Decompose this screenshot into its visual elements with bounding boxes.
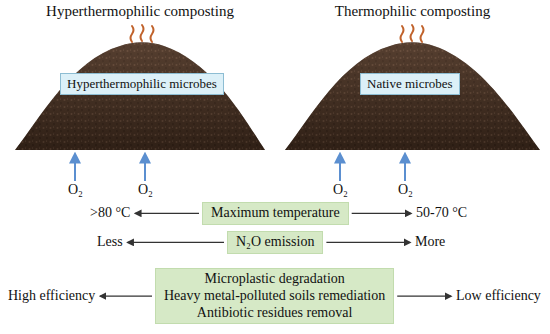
pointer-arrow (326, 242, 410, 243)
pointer-arrow (135, 213, 199, 214)
oxygen-arrow (75, 154, 405, 181)
property-box: N₂O emission (227, 231, 323, 254)
pile-shade (285, 42, 540, 150)
text-label: Low efficiency (456, 288, 541, 304)
text-label: O₂ (333, 182, 348, 198)
pointer-arrow (397, 296, 451, 297)
box-text: Maximum temperature (211, 205, 340, 222)
compost-pile (15, 42, 265, 150)
box-text: N₂O emission (236, 234, 314, 251)
box-text: Hyperthermophilic microbes (67, 76, 217, 92)
pointer-arrow (352, 213, 411, 214)
compost-pile: Hyperthermophilic compostingHyperthermop… (15, 0, 265, 150)
text-label: Less (97, 234, 123, 250)
microbe-box: Native microbes (360, 73, 460, 95)
box-text: Heavy metal-polluted soils remediation (164, 288, 385, 305)
pile-heading: Hyperthermophilic composting (15, 3, 265, 20)
text-label: 50-70 °C (416, 205, 467, 221)
text-label: More (415, 234, 445, 250)
text-label: O₂ (68, 182, 83, 198)
compost-pile (285, 42, 540, 150)
pointer-arrow (128, 242, 224, 243)
pointer-arrow (100, 296, 152, 297)
property-box: Maximum temperature (202, 202, 349, 225)
box-text: Microplastic degradation (164, 271, 385, 288)
steam (131, 25, 424, 42)
text-label: High efficiency (8, 288, 95, 304)
compost-pile: Thermophilic compostingNative microbes (285, 0, 540, 150)
property-box: Microplastic degradationHeavy metal-poll… (155, 268, 394, 324)
box-text: Antibiotic residues removal (164, 305, 385, 322)
text-label: >80 °C (90, 205, 130, 221)
text-label: O₂ (398, 182, 413, 198)
pile-heading: Thermophilic composting (285, 3, 540, 20)
microbe-box: Hyperthermophilic microbes (60, 73, 224, 95)
box-text: Native microbes (367, 76, 453, 92)
pile-shade (15, 42, 265, 150)
text-label: O₂ (138, 182, 153, 198)
